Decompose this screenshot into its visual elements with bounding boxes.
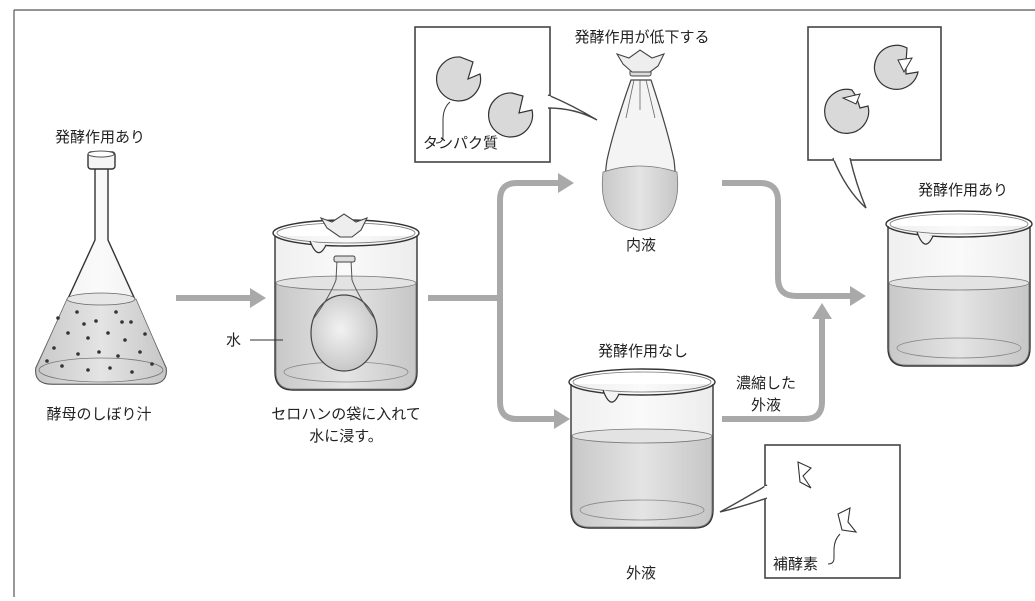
coenzyme-zoom-callout — [719, 444, 901, 579]
water-label: 水 — [226, 331, 242, 349]
result-beaker — [885, 210, 1033, 367]
arrowhead-4 — [850, 286, 866, 306]
arrow-branch-up — [497, 180, 560, 298]
flow-arrows — [176, 180, 852, 422]
bag-knot — [319, 213, 369, 238]
flask-caption-top: 発酵作用あり — [54, 128, 146, 146]
inner-liquid — [601, 165, 679, 231]
inner-caption-bottom: 内液 — [625, 236, 657, 254]
protein-shape-4 — [873, 44, 919, 90]
coenzyme-shape-1 — [797, 461, 812, 489]
cellophane-bag — [310, 294, 378, 372]
outer-caption-top: 発酵作用なし — [597, 342, 689, 360]
inner-caption-top: 発酵作用が低下する — [574, 28, 710, 46]
result-liquid — [888, 282, 1030, 366]
outer-liquid-beaker — [568, 368, 716, 529]
arrowhead-2 — [558, 173, 574, 193]
coenzyme-leader-line — [827, 533, 841, 565]
arrowhead-3 — [554, 409, 570, 429]
beaker-with-bag — [250, 213, 420, 391]
arrowhead-5 — [812, 303, 832, 319]
coenzyme-shape-2 — [837, 507, 858, 533]
outer-caption-bottom: 外液 — [625, 564, 657, 582]
arrow-branch-down — [497, 298, 556, 422]
arrow-outer-to-result — [722, 317, 825, 422]
protein-shape-2 — [488, 92, 534, 138]
arrowhead-1 — [250, 288, 266, 308]
beaker-caption-line1: セロハンの袋に入れて — [271, 405, 421, 423]
protein-leader-line — [435, 101, 451, 144]
result-zoom-callout — [807, 26, 942, 209]
inner-bag-knot — [615, 49, 666, 73]
coenzyme-bound-2 — [897, 57, 913, 74]
coenzyme-bound-1 — [841, 93, 861, 105]
arrow-heads — [250, 173, 866, 429]
coenzyme-label: 補酵素 — [773, 555, 819, 573]
protein-shape-1 — [436, 56, 482, 102]
arrow-inner-to-result — [722, 180, 852, 299]
protein-shape-3 — [824, 88, 870, 134]
yeast-particles — [45, 310, 154, 374]
flask-caption-bottom: 酵母のしぼり汁 — [46, 405, 152, 423]
diagram-frame — [13, 9, 1035, 597]
flask-liquid — [35, 298, 167, 385]
outer-liquid — [571, 435, 713, 528]
protein-label: タンパク質 — [423, 134, 499, 152]
beaker-caption-line2: 水に浸す。 — [309, 427, 383, 445]
inner-liquid-bag — [601, 49, 679, 231]
erlenmeyer-flask — [35, 150, 167, 385]
concentrated-label-line1: 濃縮した — [735, 374, 797, 392]
protein-zoom-callout — [414, 26, 598, 163]
result-caption-top: 発酵作用あり — [917, 181, 1009, 199]
concentrated-label-line2: 外液 — [750, 396, 782, 414]
